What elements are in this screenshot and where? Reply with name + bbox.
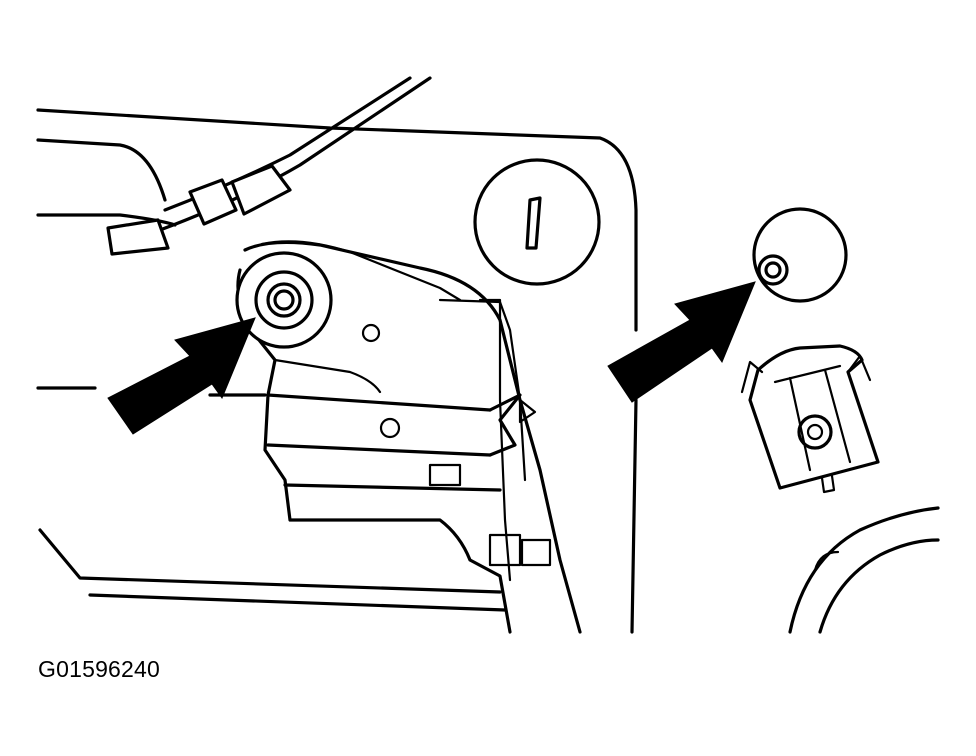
arrow-right (607, 281, 756, 403)
arrow-left (107, 317, 256, 435)
door-panel-outline (36, 108, 638, 634)
adjacent-component (788, 506, 940, 634)
round-plug (473, 158, 601, 286)
cable-harness (106, 76, 432, 256)
figure-code: G01596240 (38, 656, 161, 682)
retainer-clip (740, 344, 880, 494)
left-fastener (235, 251, 333, 349)
right-cap (752, 207, 848, 303)
